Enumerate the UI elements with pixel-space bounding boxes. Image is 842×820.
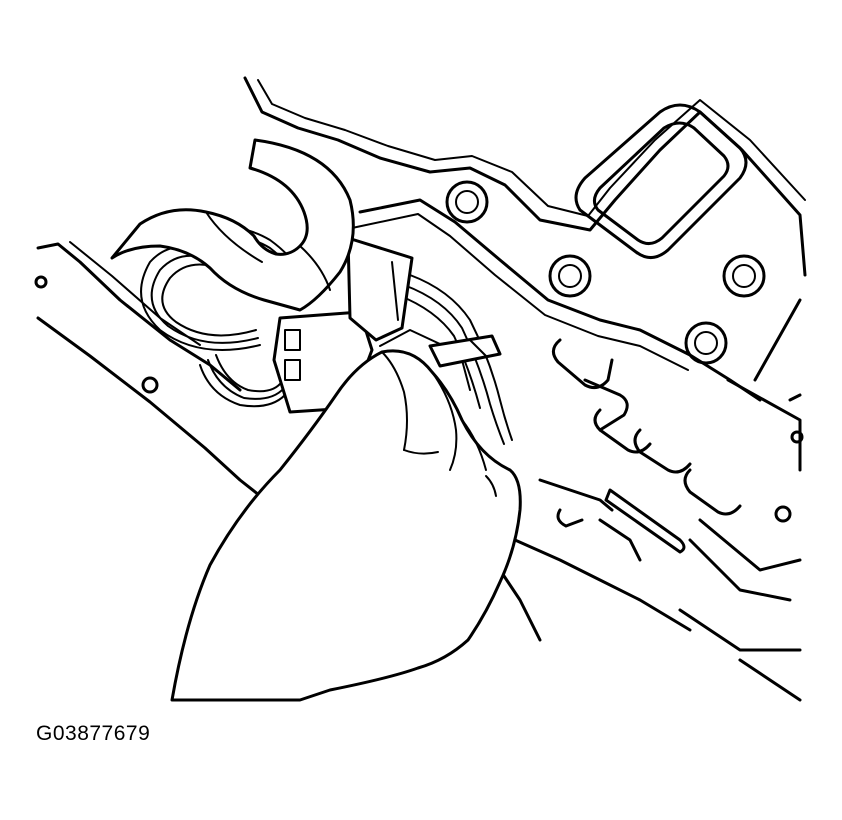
release-tool xyxy=(428,334,502,368)
bolt-2 xyxy=(548,254,592,298)
bolt-3 xyxy=(722,254,766,298)
bolt-4 xyxy=(684,321,728,365)
valve-body-linkage xyxy=(498,298,804,702)
lower-hand xyxy=(170,329,522,702)
cover-window xyxy=(574,103,748,259)
bolt-1 xyxy=(445,180,489,224)
upper-hand xyxy=(110,138,355,312)
figure-identifier: G03877679 xyxy=(36,722,151,745)
